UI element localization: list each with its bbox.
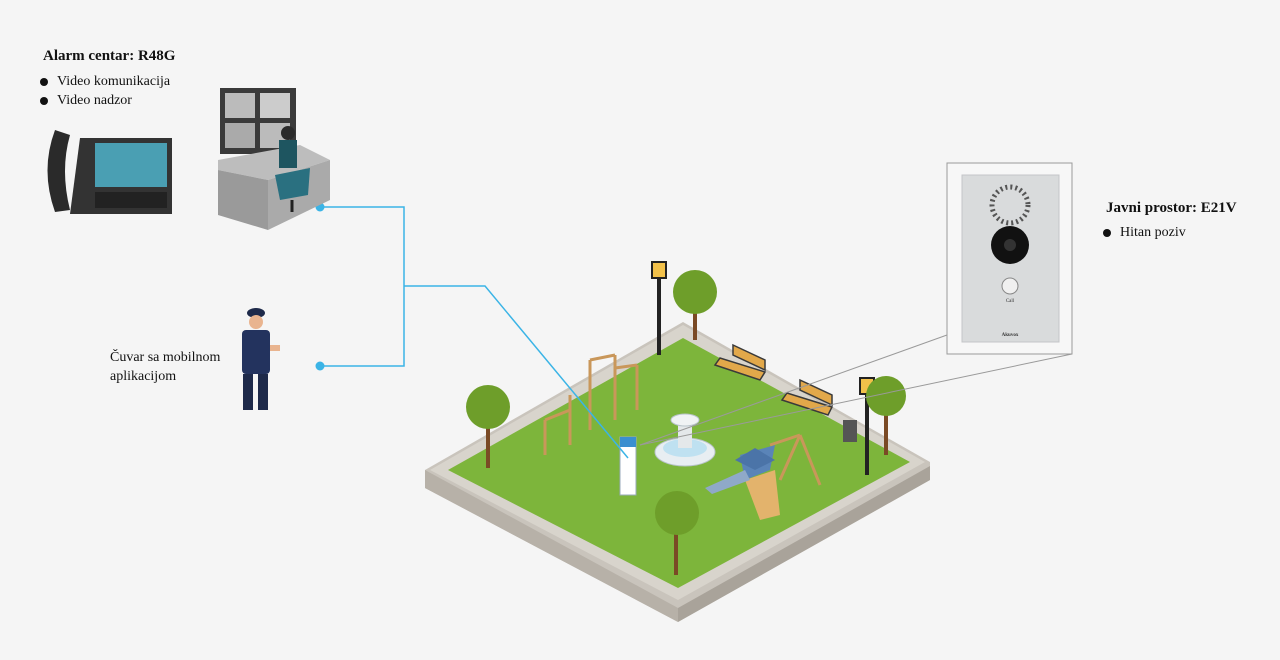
- feature-item: Video komunikacija: [39, 72, 170, 91]
- connection-lines: [320, 206, 629, 459]
- tree: [866, 376, 906, 455]
- monitoring-operator-icon: [218, 88, 330, 230]
- park-illustration: [425, 261, 930, 622]
- call-label: Call: [1006, 299, 1015, 304]
- emergency-kiosk: [619, 436, 637, 496]
- tree: [466, 385, 510, 468]
- e21v-intercom-device: Call Akuvox: [961, 174, 1060, 343]
- tree: [655, 491, 699, 575]
- alarm-center-features: Video komunikacija Video nadzor: [39, 72, 170, 110]
- alarm-center-title: Alarm centar: R48G: [43, 48, 176, 64]
- connection-dot: [315, 361, 325, 371]
- brand-label: Akuvox: [1002, 333, 1019, 338]
- tree: [673, 270, 717, 340]
- guard-label-line: aplikacijom: [110, 369, 177, 384]
- public-space-features: Hitan poziv: [1102, 223, 1186, 242]
- r48g-phone-icon: [47, 130, 172, 214]
- security-guard-icon: [242, 308, 280, 410]
- guard-label: Čuvar sa mobilnom aplikacijom: [110, 348, 220, 386]
- feature-item: Hitan poziv: [1102, 223, 1186, 242]
- feature-item: Video nadzor: [39, 91, 170, 110]
- public-space-title: Javni prostor: E21V: [1106, 200, 1237, 216]
- guard-label-line: Čuvar sa mobilnom: [110, 350, 221, 365]
- lamp-post: [651, 261, 667, 355]
